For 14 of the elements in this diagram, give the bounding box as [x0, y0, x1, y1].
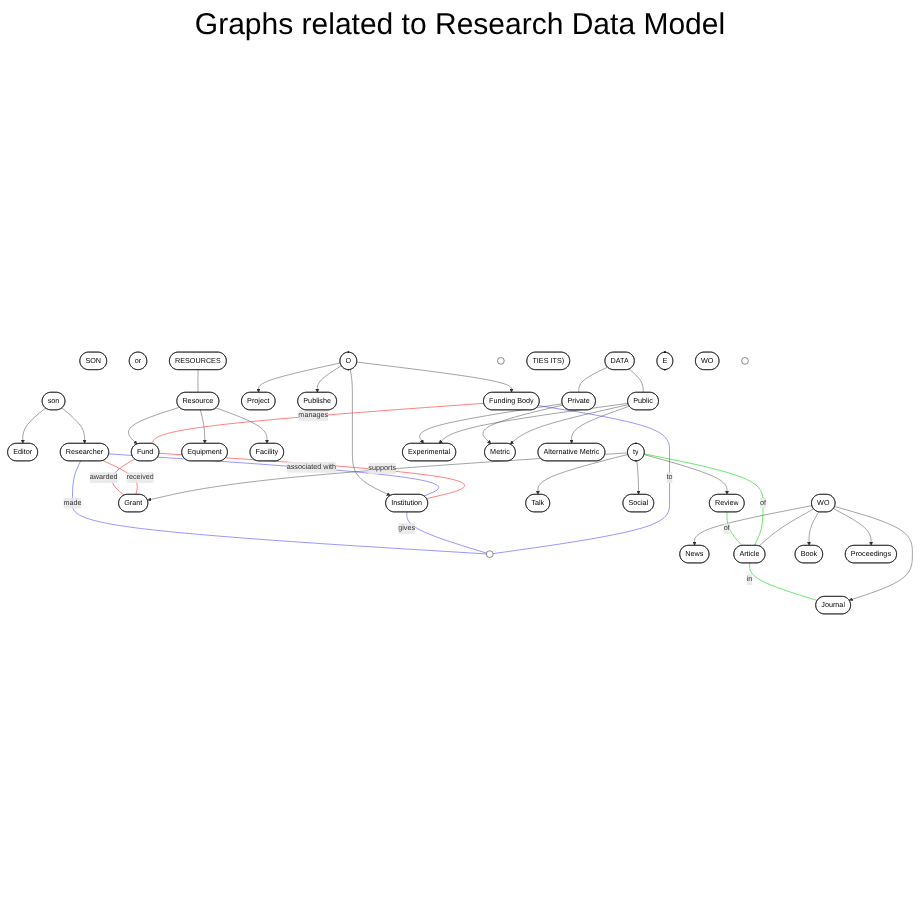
connector — [197, 369, 199, 393]
connector — [644, 453, 764, 546]
connector — [726, 511, 743, 546]
connector — [406, 511, 487, 554]
connector — [749, 562, 818, 601]
node-circle — [497, 357, 505, 365]
node-circle — [741, 357, 749, 365]
connector — [111, 458, 135, 496]
connector — [758, 508, 814, 547]
connector — [578, 366, 608, 393]
diagram-title: Graphs related to Research Data Model — [194, 8, 726, 42]
connector — [629, 368, 644, 393]
node-circle — [486, 550, 494, 558]
connector — [108, 453, 439, 497]
